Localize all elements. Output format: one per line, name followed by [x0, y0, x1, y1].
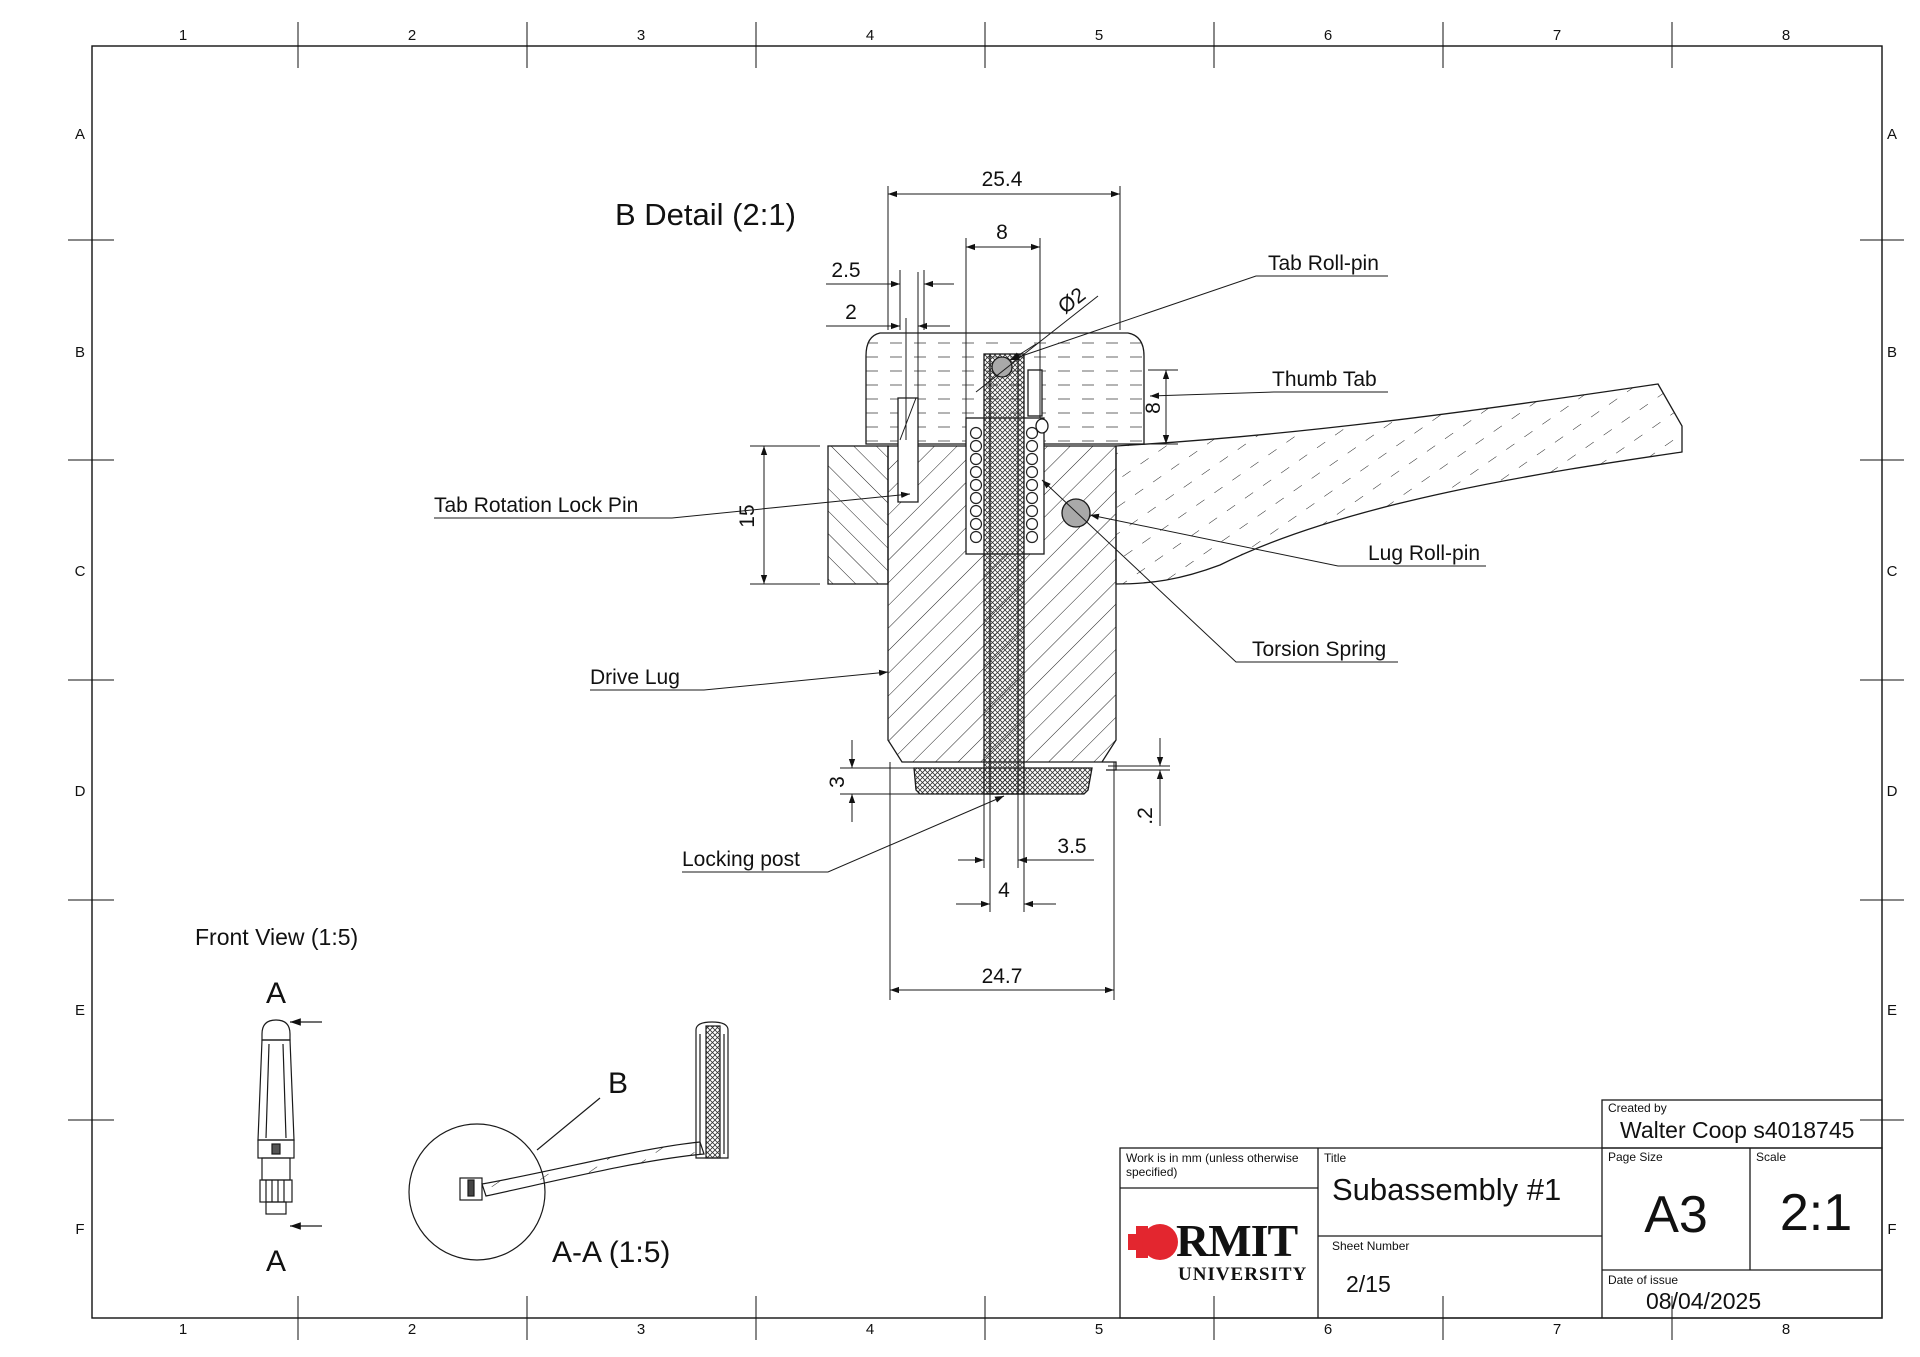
drawing-title: Subassembly #1 — [1332, 1172, 1561, 1207]
zone-col-3: 3 — [637, 27, 645, 44]
zone-row-d-right: D — [1887, 783, 1898, 800]
detail-ref-b: B — [608, 1067, 628, 1100]
zone-row-f: F — [75, 1221, 84, 1238]
zone-col-7-bottom: 7 — [1553, 1321, 1561, 1338]
label-torsion-spring: Torsion Spring — [1252, 638, 1386, 661]
zone-col-6-bottom: 6 — [1324, 1321, 1332, 1338]
zone-row-a-right: A — [1887, 126, 1897, 143]
zone-row-f-right: F — [1887, 1221, 1896, 1238]
torsion-spring-coils — [969, 426, 1039, 544]
section-a-top: A — [266, 977, 286, 1010]
zone-row-b-right: B — [1887, 344, 1897, 361]
dim-dia-2: Ø2 — [1054, 283, 1090, 318]
zone-col-5-bottom: 5 — [1095, 1321, 1103, 1338]
date-label: Date of issue — [1608, 1273, 1678, 1287]
scale-value: 2:1 — [1780, 1184, 1852, 1242]
section-a-bottom: A — [266, 1245, 286, 1278]
zone-col-5: 5 — [1095, 27, 1103, 44]
dim-15: 15 — [736, 504, 759, 527]
dim-point-2: .2 — [1134, 807, 1157, 825]
zone-row-a: A — [75, 126, 85, 143]
date-value: 08/04/2025 — [1646, 1288, 1761, 1314]
dim-3-5: 3.5 — [1057, 835, 1086, 858]
units-note: Work is in mm (unless otherwise specifie… — [1126, 1151, 1302, 1179]
dim-4: 4 — [998, 879, 1010, 902]
dim-2: 2 — [845, 301, 857, 324]
label-lug-roll-pin: Lug Roll-pin — [1368, 542, 1480, 565]
title-block — [1119, 1099, 1883, 1319]
zone-col-1-bottom: 1 — [179, 1321, 187, 1338]
zone-col-1: 1 — [179, 27, 187, 44]
dim-2-5: 2.5 — [831, 259, 860, 282]
dim-25-4: 25.4 — [982, 168, 1023, 191]
front-view-drawing — [257, 1018, 322, 1230]
created-by-label: Created by — [1608, 1101, 1667, 1115]
zone-col-2-bottom: 2 — [408, 1321, 416, 1338]
zone-row-d: D — [75, 783, 86, 800]
title-block-text: Created by Walter Coop s4018745 Work is … — [1126, 1101, 1854, 1314]
zone-col-8: 8 — [1782, 27, 1790, 44]
zone-col-3-bottom: 3 — [637, 1321, 645, 1338]
handle-arm — [1115, 383, 1683, 585]
zone-column-labels-bottom: 1 2 3 4 5 6 7 8 — [179, 1321, 1790, 1338]
zone-row-labels-right: A B C D E F — [1887, 126, 1898, 1238]
label-locking-post: Locking post — [682, 848, 800, 871]
created-by-value: Walter Coop s4018745 — [1620, 1117, 1854, 1143]
label-thumb-tab: Thumb Tab — [1272, 368, 1377, 391]
title-label: Title — [1324, 1151, 1347, 1165]
sheet-number-label: Sheet Number — [1332, 1239, 1409, 1253]
zone-col-6: 6 — [1324, 27, 1332, 44]
zone-col-4: 4 — [866, 27, 874, 44]
front-view-title: Front View (1:5) — [195, 924, 358, 950]
label-tab-rotation-lock-pin: Tab Rotation Lock Pin — [434, 494, 638, 517]
zone-row-labels-left: A B C D E F — [75, 126, 86, 1238]
scale-label: Scale — [1756, 1150, 1786, 1164]
tab-rotation-lock-pin — [897, 397, 919, 503]
zone-col-7: 7 — [1553, 27, 1561, 44]
sheet-number-value: 2/15 — [1346, 1271, 1391, 1297]
left-collar — [827, 445, 889, 585]
page-size-label: Page Size — [1608, 1150, 1663, 1164]
label-drive-lug: Drive Lug — [590, 666, 680, 689]
rmit-logo-sub: UNIVERSITY — [1178, 1264, 1307, 1285]
rmit-logo-word: RMIT — [1176, 1215, 1298, 1266]
zone-col-4-bottom: 4 — [866, 1321, 874, 1338]
rmit-logo-mark-icon — [1128, 1224, 1178, 1260]
section-aa-title: A-A (1:5) — [552, 1236, 670, 1269]
locking-post-shaft — [983, 353, 1025, 795]
detail-b-geometry — [827, 272, 1683, 795]
tab-roll-pin — [991, 356, 1013, 378]
detail-b-dimensions — [750, 186, 1178, 1000]
label-tab-roll-pin: Tab Roll-pin — [1268, 252, 1379, 275]
dim-8-side: 8 — [1142, 402, 1165, 414]
zone-row-e-right: E — [1887, 1002, 1897, 1019]
sheet-border — [91, 45, 1883, 1319]
zone-row-c-right: C — [1887, 563, 1898, 580]
detail-title: B Detail (2:1) — [615, 197, 796, 232]
section-aa-drawing — [408, 1021, 729, 1261]
detail-b-leaders — [434, 275, 1486, 873]
page-size-value: A3 — [1644, 1186, 1708, 1244]
zone-col-2: 2 — [408, 27, 416, 44]
zone-row-c: C — [75, 563, 86, 580]
rmit-logo: RMIT UNIVERSITY — [1128, 1215, 1307, 1285]
zone-col-8-bottom: 8 — [1782, 1321, 1790, 1338]
zone-column-labels-top: 1 2 3 4 5 6 7 8 — [179, 27, 1790, 44]
zone-row-e: E — [75, 1002, 85, 1019]
detail-b-labels: Tab Roll-pin Thumb Tab Tab Rotation Lock… — [434, 252, 1480, 871]
dim-24-7: 24.7 — [982, 965, 1023, 988]
dim-3: 3 — [826, 776, 849, 788]
zone-row-b: B — [75, 344, 85, 361]
dim-8-top: 8 — [996, 221, 1008, 244]
